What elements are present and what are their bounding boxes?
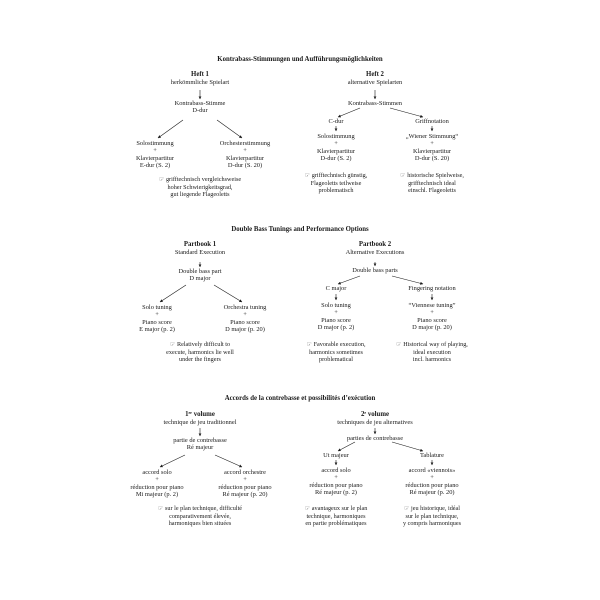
right-note-b: ☞ Historical way of playing, ideal execu… (396, 341, 468, 364)
arrow (391, 275, 424, 285)
arrow (216, 119, 243, 139)
left-subtitle: Standard Execution (174, 249, 226, 256)
right-volume-heading: Partbook 2 (358, 241, 392, 248)
right-part-node: parties de contrebasse (346, 435, 404, 442)
right-node-d: Fingering notation (408, 285, 456, 292)
left-subtitle: technique de jeu traditionnel (163, 419, 237, 426)
arrow (337, 107, 361, 118)
left-part-node: Kontrabass-Stimme D-dur (174, 100, 226, 115)
right-option-b: “Viennese tuning” + Piano score D major … (408, 302, 456, 332)
left-option-a: accord solo + réduction pour piano Mi ma… (130, 469, 184, 499)
left-option-a: Solostimmung + Klavierpartitur E-dur (S.… (136, 140, 174, 170)
arrow (391, 441, 424, 452)
right-node-d: Griffnotation (415, 118, 449, 125)
right-option-a: Solostimmung + Klavierpartitur D-dur (S.… (317, 133, 355, 163)
left-option-b: Orchesterstimmung + Klavierpartitur D-du… (219, 140, 271, 170)
right-node-d: Tablature (419, 452, 445, 459)
right-volume-heading: Heft 2 (366, 71, 384, 78)
right-subtitle: techniques de jeu alternatives (337, 419, 413, 426)
right-note-a: ☞ avantageux sur le plan technique, harm… (304, 505, 368, 528)
left-note: ☞ sur le plan technique, difficulté comp… (157, 505, 243, 528)
section-title: Double Bass Tunings and Performance Opti… (231, 226, 369, 233)
right-subtitle: alternative Spielarten (347, 79, 403, 86)
right-part-node: Kontrabass-Stimmen (348, 100, 402, 107)
right-node-c: Ut majeur (323, 452, 349, 459)
arrow (213, 284, 243, 303)
left-part-node: Double bass part D major (178, 268, 222, 283)
right-note-a: ☞ Favorable execution, harmonics sometim… (306, 341, 366, 364)
arrow (214, 454, 243, 468)
left-volume-heading: Partbook 1 (183, 241, 217, 248)
arrow (337, 275, 361, 285)
left-part-node: partie de contrebasse Ré majeur (173, 437, 227, 452)
section-title: Kontrabass-Stimmungen und Aufführungsmög… (217, 56, 383, 63)
arrow (337, 441, 356, 452)
right-subtitle: Alternative Executions (345, 249, 405, 256)
right-note-a: ☞ grifftechnisch günstig, Flageoletts te… (304, 172, 368, 195)
arrow (159, 454, 186, 468)
right-volume-heading: 2ᵉ volume (360, 411, 390, 418)
left-subtitle: herkömmliche Spielart (170, 79, 230, 86)
left-note: ☞ grifftechnisch vergleichsweise hoher S… (158, 176, 242, 199)
left-option-b: accord orchestre + réduction pour piano … (218, 469, 272, 499)
right-option-a: Solo tuning + Piano score D major (p. 2) (317, 302, 355, 332)
right-note-b: ☞ historische Spielweise, grifftechnisch… (400, 172, 464, 195)
left-note: ☞ Relatively difficult to execute, harmo… (166, 341, 234, 364)
left-option-b: Orchestra tuning + Piano score D major (… (223, 304, 267, 334)
right-part-node: Double bass parts (352, 267, 398, 274)
section-title: Accords de la contrebasse et possibilité… (224, 395, 376, 402)
right-note-b: ☞ jeu historique, idéal sur le plan tech… (402, 505, 462, 528)
left-volume-heading: Heft 1 (191, 71, 209, 78)
arrow (159, 284, 187, 303)
right-option-b: accord «viennois» + réduction pour piano… (405, 467, 459, 497)
left-option-a: Solo tuning + Piano score E major (p. 2) (139, 304, 175, 334)
arrow (389, 107, 424, 118)
right-node-c: C major (325, 285, 347, 292)
right-option-b: „Wiener Stimmung“ + Klavierpartitur D-du… (405, 133, 459, 163)
right-node-c: C-dur (328, 118, 344, 125)
right-option-a: accord solo + réduction pour piano Ré ma… (309, 467, 363, 497)
left-volume-heading: 1ᵉʳ volume (185, 411, 215, 418)
arrow (157, 119, 184, 139)
